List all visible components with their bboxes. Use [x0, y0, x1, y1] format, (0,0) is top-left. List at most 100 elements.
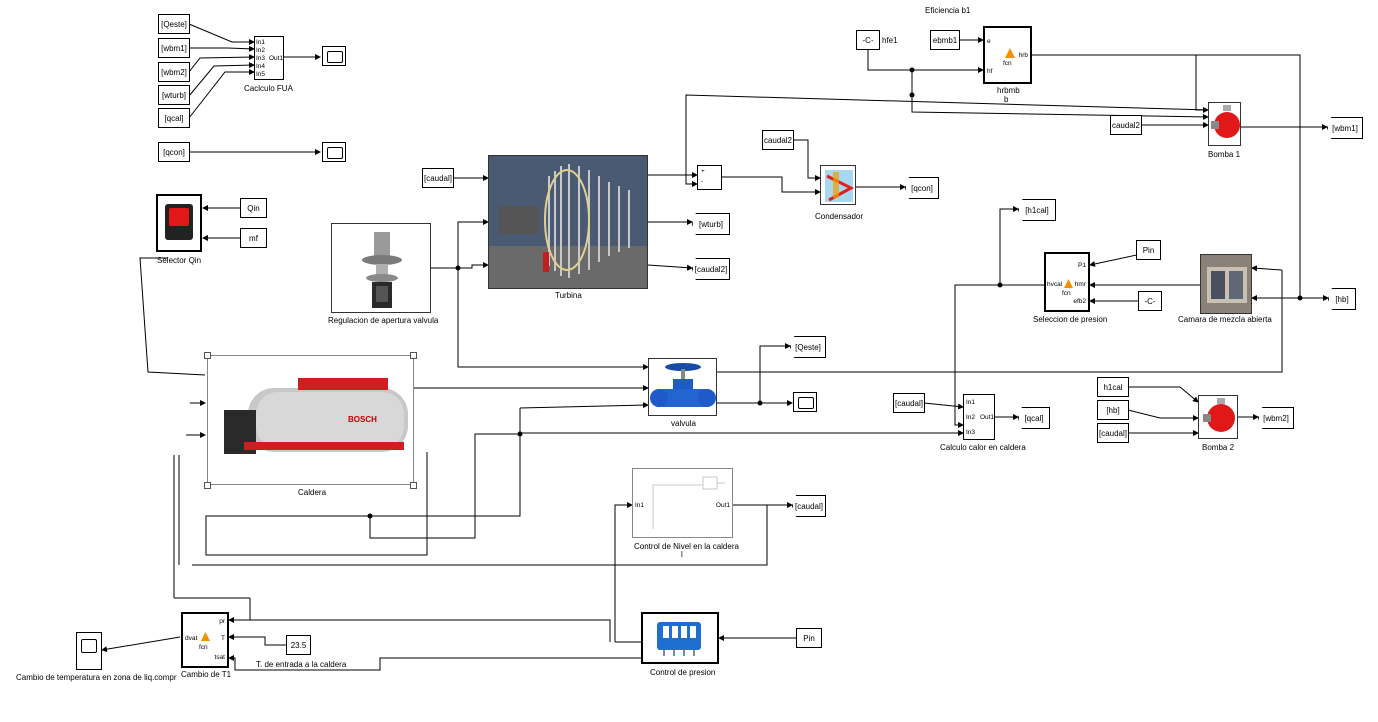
hrbmb-in-e: e: [987, 38, 991, 45]
const-c1[interactable]: -C-: [856, 30, 880, 50]
from-hb[interactable]: [hb]: [1097, 400, 1129, 420]
seleccion-efb2: efb2: [1073, 298, 1086, 305]
seleccion-center: fcn: [1062, 290, 1071, 297]
nivel-out: Out1: [715, 502, 730, 509]
selection-handle-tr[interactable]: [410, 352, 417, 359]
subsystem-preview-icon: [652, 476, 725, 529]
goto-wbm1[interactable]: [wbm1]: [1327, 117, 1363, 139]
const-c2[interactable]: -C-: [1138, 291, 1162, 311]
goto-wturb[interactable]: [wturb]: [692, 213, 730, 235]
from-caudal2-b1[interactable]: caudal2: [1110, 115, 1142, 135]
fua-block[interactable]: In1 In2 In3 In4 In5 Out1: [254, 36, 284, 80]
scope-qcon-icon[interactable]: [322, 142, 346, 162]
calor-caldera-label: Calculo calor en caldera: [940, 443, 1026, 452]
turbina-block[interactable]: [488, 155, 648, 289]
turbina-label: Turbina: [555, 291, 582, 300]
goto-qcon[interactable]: [qcon]: [905, 177, 939, 199]
pump-icon: [1203, 398, 1235, 432]
from-caudal-b2[interactable]: [caudal]: [1097, 423, 1129, 443]
from-wturb[interactable]: [wturb]: [158, 85, 190, 105]
red-switch-icon: [165, 204, 193, 240]
scope-cambio-icon[interactable]: [76, 632, 102, 670]
caldera-block[interactable]: BOSCH: [207, 355, 414, 485]
cambio-t1-block[interactable]: pr T tsat dvat fcn: [181, 612, 229, 668]
valvula-label: valvula: [671, 419, 696, 428]
cambio-center: fcn: [199, 644, 208, 651]
from-qeste[interactable]: [Qeste]: [158, 14, 190, 34]
goto-qcal[interactable]: [qcal]: [1018, 407, 1050, 429]
hrbmb-center: fcn: [1003, 60, 1012, 67]
matlab-icon: [201, 632, 210, 641]
mixing-chamber-icon: [1201, 255, 1251, 313]
scope-fua-icon[interactable]: [322, 46, 346, 66]
selection-handle-tl[interactable]: [204, 352, 211, 359]
regulacion-label: Regulacion de apertura valvula: [328, 316, 439, 325]
goto-h1cal[interactable]: [h1cal]: [1018, 199, 1056, 221]
const-qin[interactable]: Qin: [240, 198, 267, 218]
from-caudal-turbina[interactable]: [caudal]: [422, 168, 454, 188]
matlab-icon: [1064, 279, 1073, 288]
selection-handle-bl[interactable]: [204, 482, 211, 489]
calor-in1: In1: [966, 399, 976, 406]
from-h1cal[interactable]: h1cal: [1097, 377, 1129, 397]
const-t-value[interactable]: 23.5: [286, 635, 311, 655]
fua-in2: In2: [256, 47, 266, 54]
calor-in3: In3: [966, 429, 976, 436]
seleccion-presion-block[interactable]: hvcal P1 hmr efb2 fcn: [1044, 252, 1090, 312]
cambio-in-t: T: [221, 635, 225, 642]
bomba1-label: Bomba 1: [1208, 150, 1241, 159]
goto-caudal[interactable]: [caudal]: [792, 495, 826, 517]
from-caudal2-cond[interactable]: caudal2: [762, 130, 794, 150]
const-ebmb1[interactable]: ebmb1: [930, 30, 960, 50]
from-caudal-cc[interactable]: [caudal]: [893, 393, 925, 413]
selector-qin-block[interactable]: [156, 194, 202, 252]
seleccion-label: Seleccion de presion: [1033, 315, 1108, 324]
control-presion-block[interactable]: [641, 612, 719, 664]
hrbmb-fcn-block[interactable]: e hf hrb fcn: [983, 26, 1032, 84]
fua-in5: In5: [256, 71, 266, 78]
camara-mezcla-block[interactable]: [1200, 254, 1252, 314]
const-pin-2[interactable]: Pin: [796, 628, 822, 648]
sum-plus: +: [701, 168, 705, 175]
goto-caudal2[interactable]: [caudal2]: [692, 258, 730, 280]
bomba2-block[interactable]: [1198, 395, 1238, 439]
hrbmb-label-2: b: [1004, 95, 1009, 104]
goto-qeste[interactable]: [Qeste]: [790, 336, 826, 358]
gate-valve-icon: [650, 363, 716, 407]
heat-exchanger-icon: [825, 170, 855, 202]
bomba2-label: Bomba 2: [1202, 443, 1235, 452]
valve-actuator-icon: [362, 232, 402, 308]
selector-qin-label: Selector Qin: [157, 256, 202, 265]
condensador-block[interactable]: [820, 165, 856, 205]
const-mf[interactable]: mf: [240, 228, 267, 248]
nivel-in: In1: [635, 502, 645, 509]
fua-in4: In4: [256, 63, 266, 70]
selection-handle-br[interactable]: [410, 482, 417, 489]
sum-block[interactable]: + -: [697, 165, 722, 190]
control-presion-label: Control de presion: [650, 668, 716, 677]
const-pin-1[interactable]: Pin: [1136, 240, 1161, 260]
from-qcal[interactable]: [qcal]: [158, 108, 190, 128]
hrbmb-out: hrb: [1018, 52, 1028, 59]
from-wbm1[interactable]: [wbm1]: [158, 38, 190, 58]
control-nivel-label: Control de Nivel en la caldera: [634, 542, 739, 551]
camara-label: Camara de mezcla abierta: [1178, 315, 1272, 324]
bomba1-block[interactable]: [1208, 102, 1241, 146]
calor-caldera-block[interactable]: In1 In2 In3 Out1: [963, 394, 995, 440]
scope-valvula-icon[interactable]: [793, 392, 817, 412]
regulacion-valvula-block[interactable]: [331, 223, 431, 313]
from-qcon[interactable]: [qcon]: [158, 142, 190, 162]
goto-wbm2[interactable]: [wbm2]: [1258, 407, 1294, 429]
fua-in1: In1: [256, 39, 266, 46]
cambio-in-pr: pr: [219, 618, 225, 625]
goto-hb[interactable]: [hb]: [1328, 288, 1356, 310]
calor-out: Out1: [980, 414, 995, 421]
valvula-block[interactable]: [648, 358, 717, 416]
control-nivel-label-2: l: [681, 550, 683, 559]
boiler-icon: BOSCH: [224, 378, 408, 454]
turbine-rotor-icon: [489, 156, 647, 288]
control-nivel-block[interactable]: In1 Out1: [632, 468, 733, 538]
from-wbm2[interactable]: [wbm2]: [158, 62, 190, 82]
